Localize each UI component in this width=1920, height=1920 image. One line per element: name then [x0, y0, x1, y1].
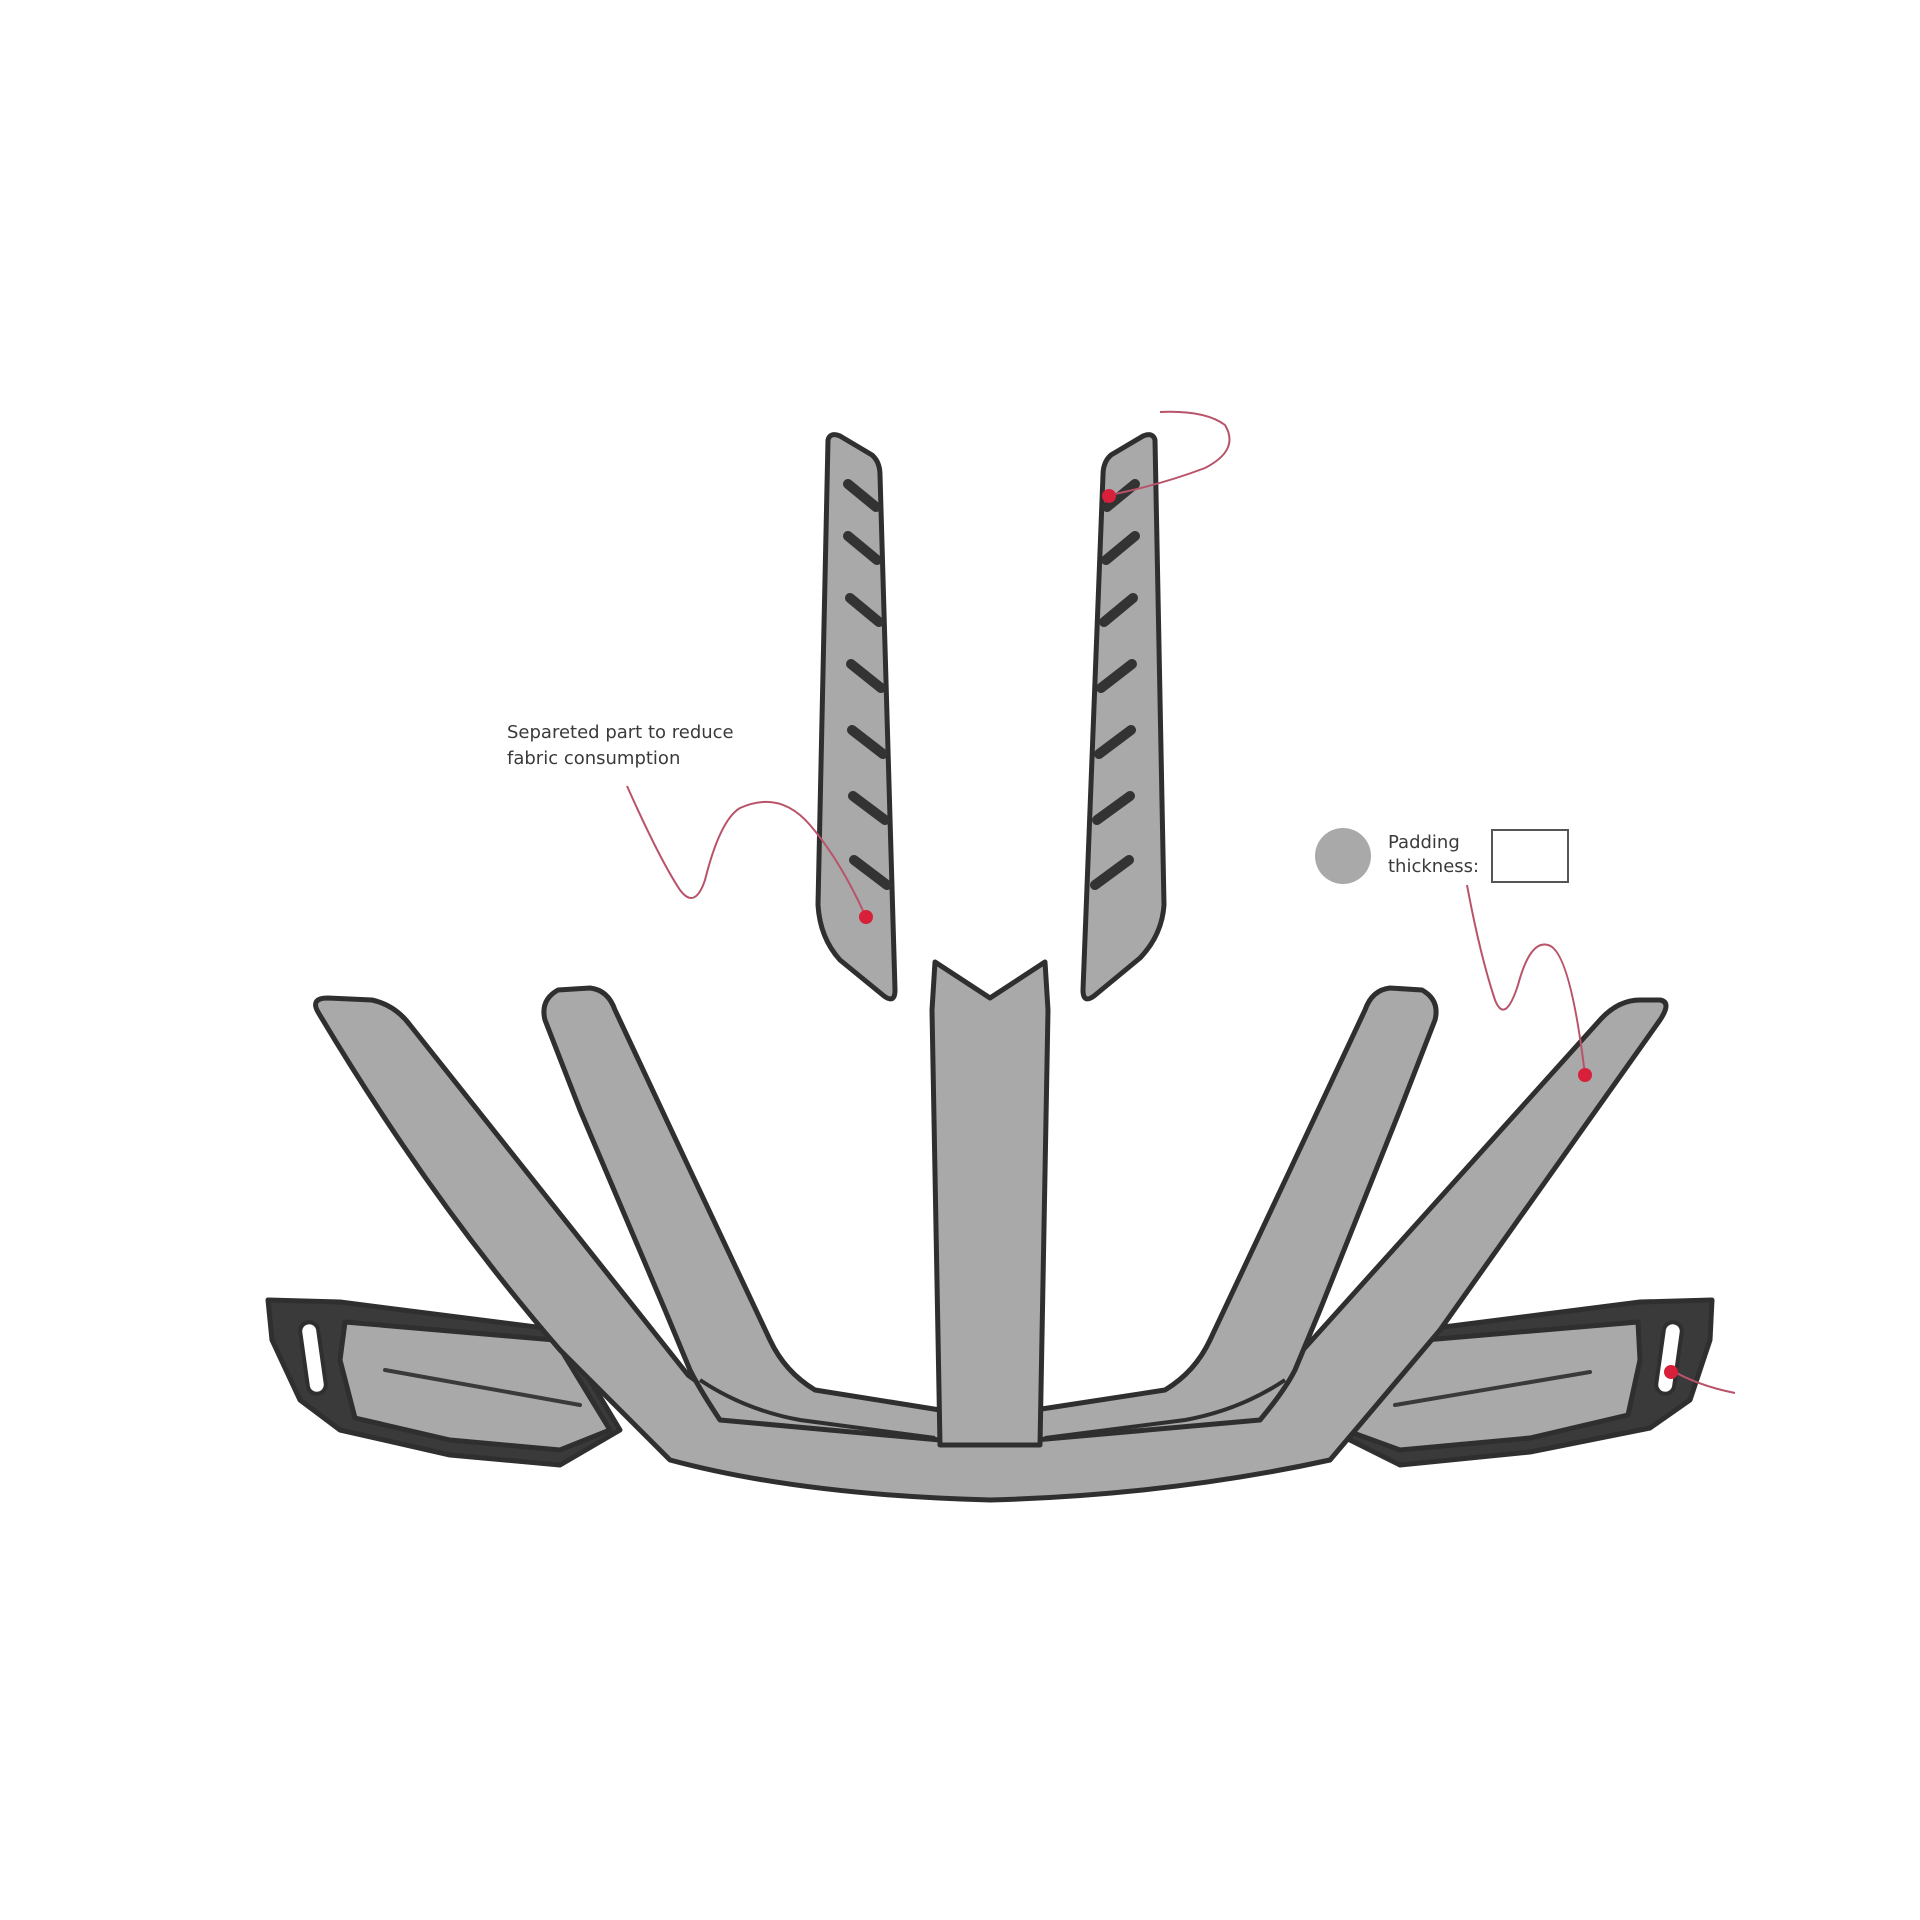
- main-base-pad: [313, 995, 1669, 1503]
- padding-swatch: [1315, 828, 1371, 884]
- right-strip-vents: [1090, 479, 1140, 890]
- right-wing-groove: [1393, 1370, 1592, 1407]
- left-strap-slot: [298, 1320, 328, 1396]
- separated-part-marker: [859, 910, 873, 924]
- padding-label-line2: thickness:: [1388, 856, 1479, 877]
- svg-text:Separeted part to reduce: Separeted part to reduce: [507, 722, 734, 743]
- padding-thickness-leader: [1466, 884, 1586, 1076]
- svg-text:fabric consumption: fabric consumption: [507, 748, 680, 769]
- left-separated-strip: [815, 432, 898, 1002]
- padding-label-line1: Padding: [1388, 832, 1460, 853]
- separated-part-leader: [626, 785, 866, 916]
- center-spine-pad: [929, 959, 1051, 1448]
- top-right-marker: [1102, 489, 1116, 503]
- left-wing-groove: [383, 1368, 582, 1407]
- right-inner-fork-pad: [1032, 985, 1439, 1443]
- svg-text:Padding: Padding: [1388, 832, 1460, 853]
- svg-text:thickness:: thickness:: [1388, 856, 1479, 877]
- left-strip-vents: [843, 479, 892, 890]
- left-inner-fork-pad: [541, 985, 943, 1443]
- right-inner-contour: [1044, 1378, 1287, 1440]
- strap-slot-marker: [1664, 1365, 1678, 1379]
- top-right-leader: [1109, 410, 1231, 496]
- right-separated-strip: [1080, 432, 1167, 1002]
- separated-part-label-line2: fabric consumption: [507, 748, 680, 769]
- padding-thickness-marker: [1578, 1068, 1592, 1082]
- padding-thickness-box: [1491, 829, 1569, 883]
- separated-part-label-line1: Separeted part to reduce: [507, 722, 734, 743]
- left-inner-contour: [698, 1378, 936, 1440]
